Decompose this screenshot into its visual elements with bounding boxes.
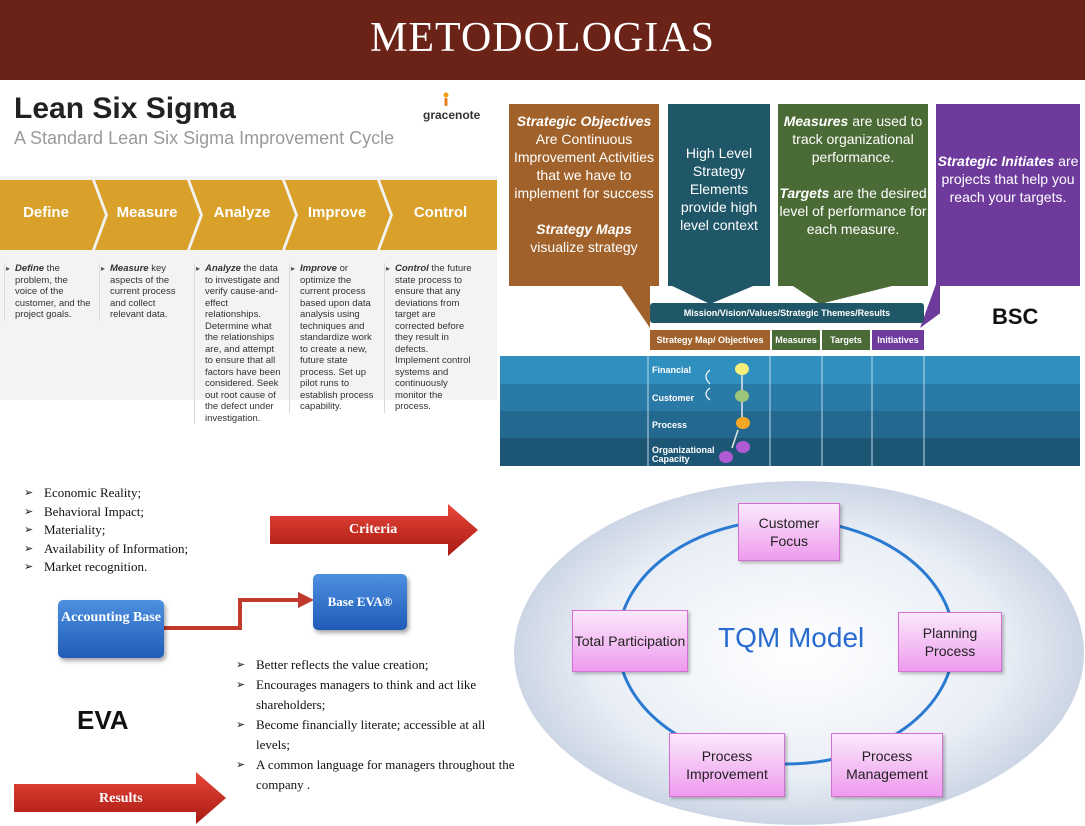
- step-define: Define: [0, 180, 105, 250]
- bsc-label: BSC: [992, 304, 1039, 329]
- list-item: Behavioral Impact;: [24, 503, 188, 522]
- tqm-process-improvement: Process Improvement: [669, 733, 785, 797]
- accounting-base-box: Accounting Base: [58, 600, 164, 658]
- lss-title: Lean Six Sigma: [14, 92, 236, 125]
- page-title: METODOLOGIAS: [370, 15, 715, 61]
- bsc-high-level-box: High Level Strategy Elements provide hig…: [668, 104, 770, 286]
- header-bar: [0, 0, 1085, 80]
- bsc-perspective-process: Process: [652, 420, 688, 430]
- step-define-description: ▸Define the problem, the voice of the cu…: [4, 263, 91, 321]
- criteria-arrow-label: Criteria: [349, 522, 398, 537]
- step-measure-label: Measure: [116, 204, 178, 221]
- list-item: A common language for managers throughou…: [236, 755, 516, 795]
- list-item: Economic Reality;: [24, 484, 188, 503]
- tqm-process-management: Process Management: [831, 733, 943, 797]
- bsc-perspective-org-capacity: Organizational Capacity: [652, 445, 715, 464]
- step-control-description: ▸Control the future state process to ens…: [384, 263, 472, 413]
- list-item: Become financially literate; accessible …: [236, 715, 516, 755]
- bsc-tab-initiatives: Initiatives: [872, 330, 924, 350]
- eva-criteria-list: Economic Reality; Behavioral Impact; Mat…: [24, 484, 188, 577]
- list-item: Market recognition.: [24, 558, 188, 577]
- results-arrow-icon: [14, 772, 226, 824]
- gracenote-logo-icon: [443, 92, 449, 106]
- criteria-arrow-icon: [270, 504, 478, 556]
- bsc-measures-targets-box: Measures are used to track organizationa…: [778, 104, 928, 286]
- results-arrow-label: Results: [99, 791, 143, 806]
- bsc-perspective-financial: Financial: [652, 365, 692, 375]
- bsc-initiatives-box: Strategic Initiates are projects that he…: [936, 104, 1080, 286]
- step-analyze: Analyze: [190, 180, 295, 250]
- flow-arrow-icon: [164, 592, 314, 630]
- list-item: Availability of Information;: [24, 540, 188, 559]
- step-define-label: Define: [23, 204, 69, 221]
- step-measure: Measure: [95, 180, 200, 250]
- step-analyze-label: Analyze: [213, 204, 271, 221]
- gracenote-logo: gracenote: [423, 108, 481, 122]
- lss-subtitle: A Standard Lean Six Sigma Improvement Cy…: [14, 128, 395, 148]
- step-improve: Improve: [285, 180, 390, 250]
- step-improve-label: Improve: [307, 204, 367, 221]
- step-control-label: Control: [413, 204, 468, 221]
- bsc-mission-bar: Mission/Vision/Values/Strategic Themes/R…: [650, 303, 924, 323]
- bsc-tab-measures: Measures: [772, 330, 820, 350]
- tqm-total-participation: Total Participation: [572, 610, 688, 672]
- bsc-perspective-customer: Customer: [652, 393, 695, 403]
- list-item: Better reflects the value creation;: [236, 655, 516, 675]
- base-eva-box: Base EVA®: [313, 574, 407, 630]
- step-analyze-description: ▸Analyze the data to investigate and ver…: [194, 263, 281, 424]
- bsc-tab-strategy-map: Strategy Map/ Objectives: [650, 330, 770, 350]
- bsc-perspectives-grid: Financial Customer Process Organizationa…: [500, 356, 1080, 466]
- step-control: Control: [380, 180, 497, 250]
- eva-label: EVA: [77, 705, 129, 735]
- step-improve-description: ▸Improve or optimize the current process…: [289, 263, 377, 413]
- tqm-planning-process: Planning Process: [898, 612, 1002, 672]
- step-measure-description: ▸Measure key aspects of the current proc…: [99, 263, 187, 321]
- bsc-callout-pointers: [620, 284, 940, 328]
- bsc-tab-targets: Targets: [822, 330, 870, 350]
- tqm-title: TQM Model: [718, 622, 865, 653]
- lean-six-sigma-panel: Lean Six Sigma A Standard Lean Six Sigma…: [0, 80, 497, 480]
- list-item: Materiality;: [24, 521, 188, 540]
- tqm-customer-focus: Customer Focus: [738, 503, 840, 561]
- eva-results-list: Better reflects the value creation; Enco…: [236, 655, 516, 795]
- list-item: Encourages managers to think and act lik…: [236, 675, 516, 715]
